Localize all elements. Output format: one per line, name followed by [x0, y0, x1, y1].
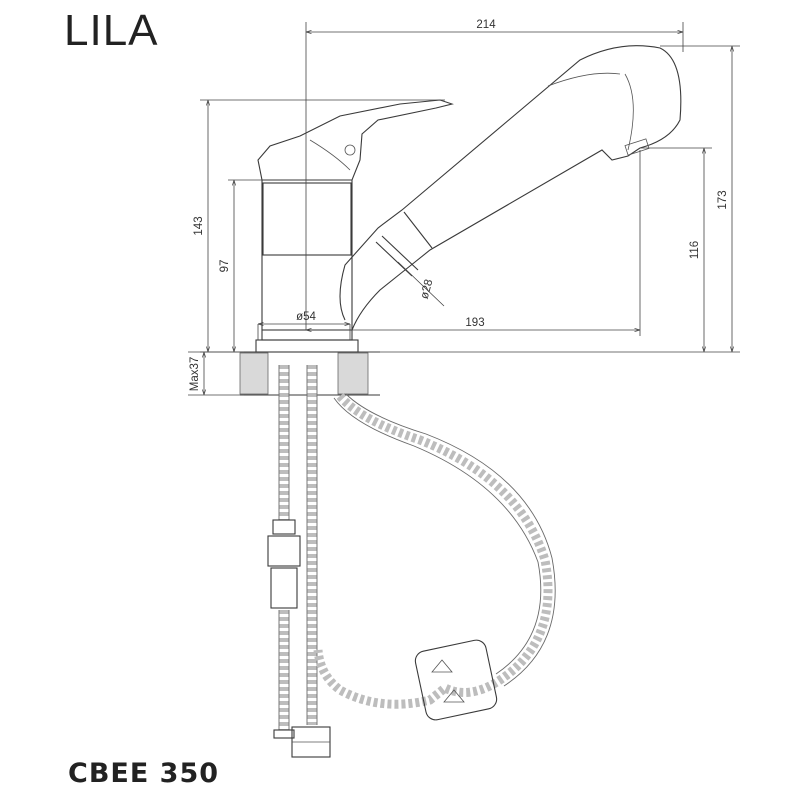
- dim-hose-diameter: ø28: [419, 278, 436, 300]
- dim-width-total: 214: [476, 19, 496, 31]
- dim-height-handle: 143: [193, 216, 205, 235]
- dim-height-total: 173: [717, 190, 729, 209]
- pull-out-spout: [339, 45, 682, 331]
- dim-height-body: 97: [219, 260, 231, 273]
- dimension-labels: 214 173 116 143 97 193 ø54 ø28 Max37: [189, 19, 729, 391]
- product-name: LILA: [64, 6, 159, 55]
- spray-hose-loop: [313, 392, 556, 721]
- faucet-body: [255, 179, 359, 353]
- dim-height-spout: 116: [689, 241, 701, 259]
- dim-base-diameter: ø54: [296, 311, 316, 323]
- dimension-lines: [188, 22, 740, 396]
- dim-reach: 193: [465, 317, 484, 329]
- supply-hoses: [267, 365, 331, 758]
- product-code: CBEE 350: [68, 758, 220, 789]
- dim-max-thickness: Max37: [189, 357, 201, 392]
- handle-lever: [257, 99, 454, 181]
